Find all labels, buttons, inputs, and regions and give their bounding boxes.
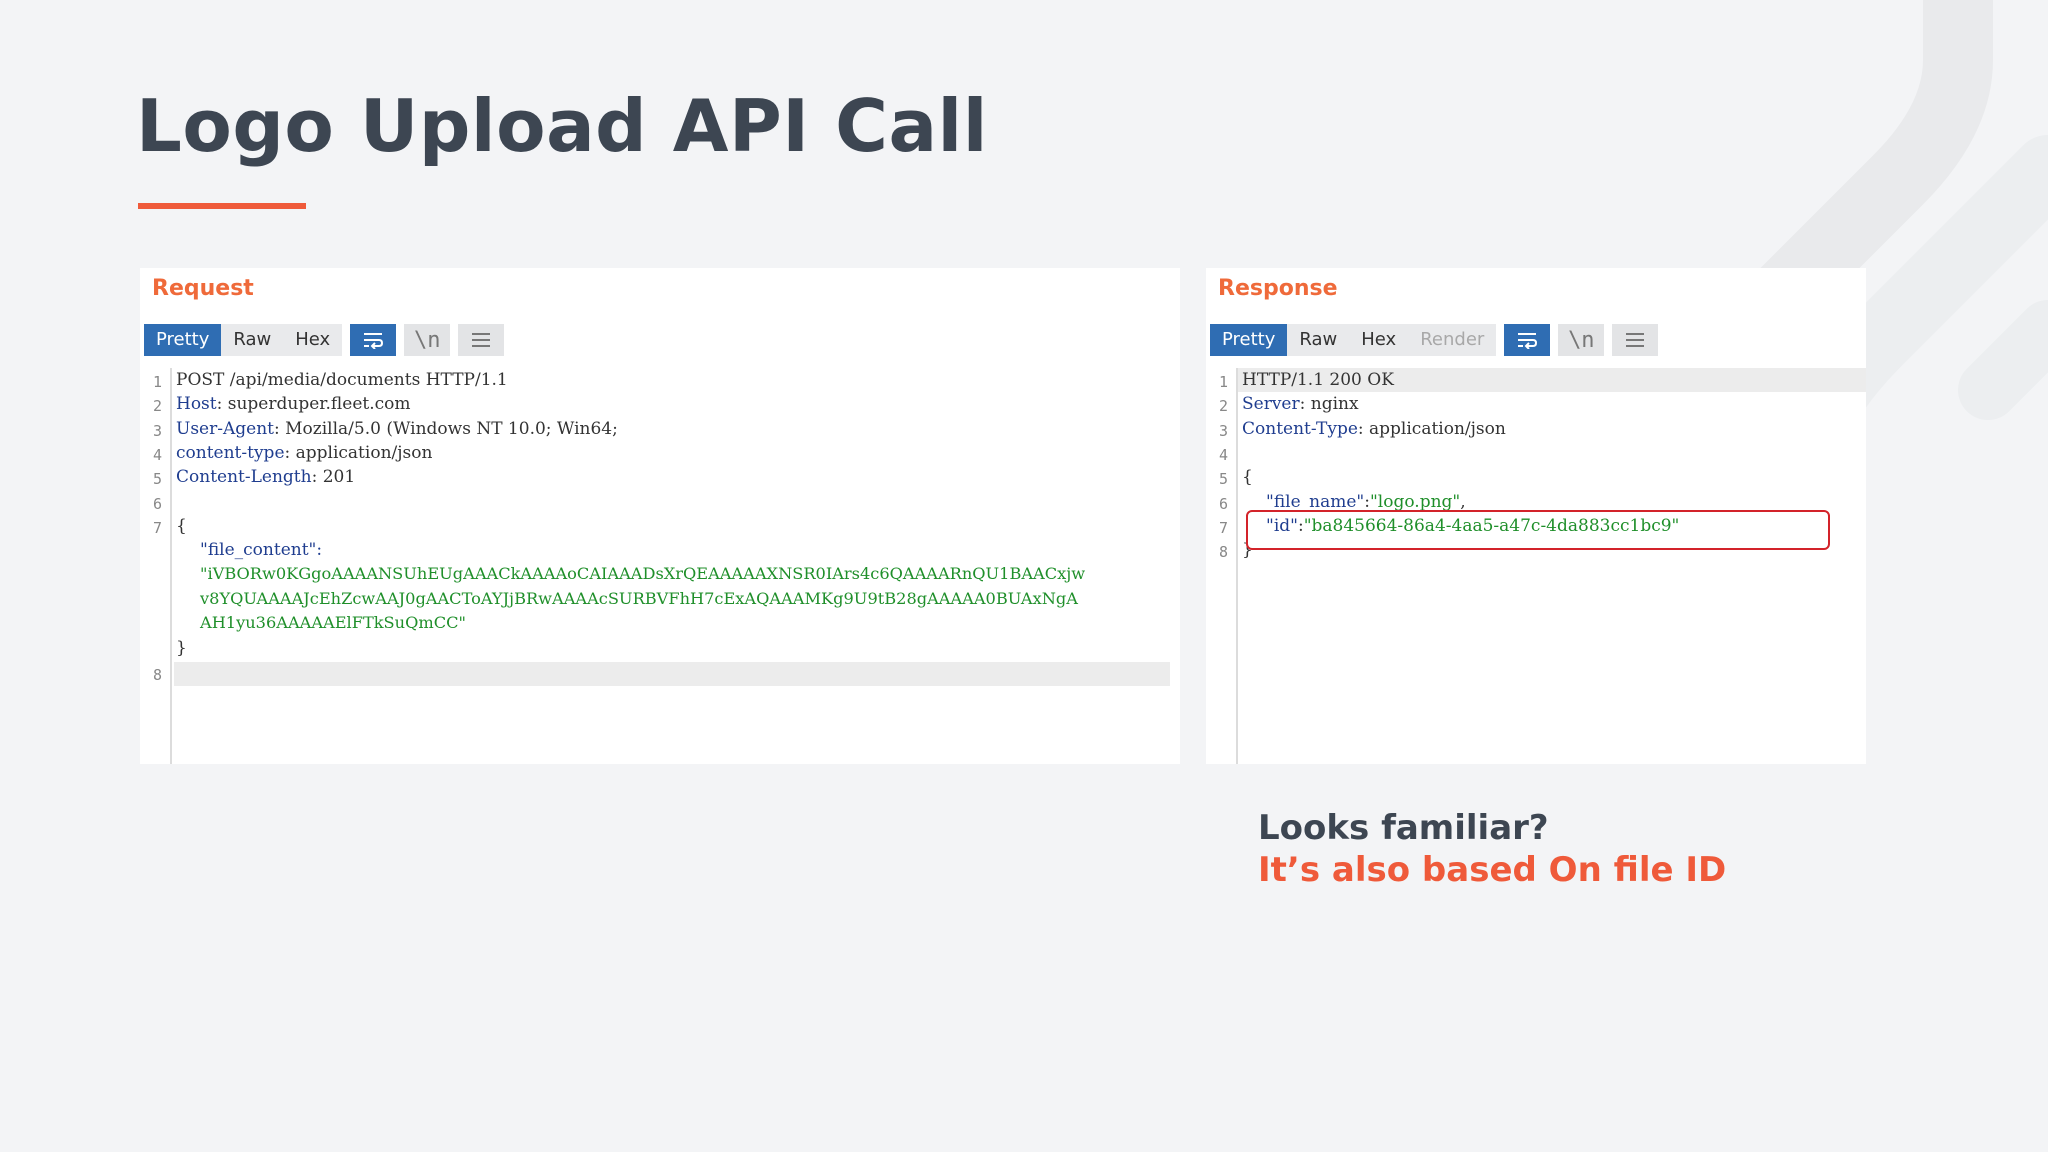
line-number: 5 [152, 470, 162, 488]
request-tab-pretty[interactable]: Pretty [144, 324, 222, 356]
header-key: Content-Type [1242, 419, 1358, 439]
line-number: 2 [152, 397, 162, 415]
header-value: : 201 [311, 467, 356, 487]
response-toolbar: Pretty Raw Hex Render \n [1210, 324, 1659, 356]
line-number: 4 [1218, 446, 1228, 464]
line-number: 1 [152, 373, 162, 391]
request-tab-hex[interactable]: Hex [295, 329, 331, 350]
slide-title: Logo Upload API Call [136, 84, 988, 168]
json-string: "logo.png" [1369, 492, 1461, 512]
newline-icon[interactable]: \n [404, 324, 451, 356]
request-line: User-Agent: Mozilla/5.0 (Windows NT 10.0… [176, 417, 618, 441]
response-line: { [1242, 467, 1253, 487]
line-number: 7 [152, 519, 162, 537]
request-line: Host: superduper.fleet.com [176, 392, 411, 416]
line-number: 4 [152, 446, 162, 464]
header-value: : Mozilla/5.0 (Windows NT 10.0; Win64; [273, 419, 618, 439]
json-comma: , [1460, 492, 1466, 512]
request-line: content-type: application/json [176, 441, 432, 465]
line-number: 3 [152, 422, 162, 440]
line-number: 6 [152, 495, 162, 513]
response-line: "id":"ba845664-86a4-4aa5-a47c-4da883cc1b… [1266, 514, 1679, 538]
response-tab-raw[interactable]: Raw [1299, 329, 1338, 350]
response-gutter [1236, 368, 1238, 764]
json-colon: : [1297, 516, 1304, 536]
json-colon: : [1364, 492, 1370, 512]
title-underline [138, 203, 306, 209]
response-line: Server: nginx [1242, 392, 1359, 416]
header-value: : superduper.fleet.com [216, 394, 411, 414]
line-number: 8 [152, 666, 162, 684]
menu-icon[interactable] [458, 324, 505, 356]
header-key: Content-Length [176, 467, 312, 487]
header-key: User-Agent [176, 419, 274, 439]
header-key: Host [176, 394, 217, 414]
menu-icon[interactable] [1612, 324, 1659, 356]
response-line: } [1242, 540, 1253, 560]
response-tab-hex[interactable]: Hex [1361, 329, 1397, 350]
response-panel-title: Response [1218, 276, 1338, 301]
wrap-icon[interactable] [1504, 324, 1551, 356]
request-line: Content-Length: 201 [176, 465, 355, 489]
response-line: "file_name":"logo.png", [1266, 490, 1466, 514]
header-value: : nginx [1299, 394, 1359, 414]
json-key: "id" [1266, 516, 1298, 536]
response-tab-render[interactable]: Render [1420, 329, 1485, 350]
request-line: } [176, 638, 187, 658]
file-id-value: "ba845664-86a4-4aa5-a47c-4da883cc1bc9" [1303, 516, 1680, 536]
header-key: Server [1242, 394, 1300, 414]
json-string: AH1yu36AAAAAElFTkSuQmCC" [200, 613, 466, 632]
line-number: 1 [1218, 373, 1228, 391]
note-question: Looks familiar? [1258, 808, 1549, 848]
line-number: 7 [1218, 519, 1228, 537]
response-tab-pretty[interactable]: Pretty [1210, 324, 1288, 356]
newline-icon[interactable]: \n [1558, 324, 1605, 356]
header-key: content-type [176, 443, 285, 463]
response-body: 1 2 3 4 5 6 7 8 HTTP/1.1 200 OK Server: … [1206, 368, 1866, 764]
request-line: { [176, 516, 187, 536]
line-number: 6 [1218, 495, 1228, 513]
request-line: POST /api/media/documents HTTP/1.1 [176, 370, 508, 390]
json-key: "file_content": [200, 540, 323, 560]
response-line: Content-Type: application/json [1242, 417, 1506, 441]
header-value: : application/json [1357, 419, 1506, 439]
json-string: "iVBORw0KGgoAAAANSUhEUgAAACkAAAAoCAIAAAD… [200, 564, 1086, 583]
response-current-line-highlight [1238, 368, 1866, 392]
request-gutter [170, 368, 172, 764]
note-emphasis: It’s also based On file ID [1258, 850, 1727, 890]
line-number: 5 [1218, 470, 1228, 488]
file-id-highlight-box [1246, 510, 1830, 550]
response-view-tabs: Pretty Raw Hex Render [1210, 324, 1497, 356]
line-number: 3 [1218, 422, 1228, 440]
request-body: 1 2 3 4 5 6 7 8 POST /api/media/document… [140, 368, 1180, 764]
request-panel: Request Pretty Raw Hex \n 1 2 3 4 5 6 7 … [140, 268, 1180, 764]
line-number: 8 [1218, 543, 1228, 561]
request-tab-raw[interactable]: Raw [233, 329, 272, 350]
response-panel: Response Pretty Raw Hex Render \n 1 2 3 … [1206, 268, 1866, 764]
header-value: : application/json [284, 443, 433, 463]
request-panel-title: Request [152, 276, 254, 301]
response-status-line: HTTP/1.1 200 OK [1242, 370, 1394, 390]
line-number: 2 [1218, 397, 1228, 415]
request-view-tabs: Pretty Raw Hex [144, 324, 343, 356]
request-toolbar: Pretty Raw Hex \n [144, 324, 505, 356]
json-key: "file_name" [1266, 492, 1365, 512]
json-string: v8YQUAAAAJcEhZcwAAJ0gAACToAYJjBRwAAAAcSU… [200, 589, 1078, 608]
request-current-line-highlight [174, 662, 1170, 686]
wrap-icon[interactable] [350, 324, 397, 356]
